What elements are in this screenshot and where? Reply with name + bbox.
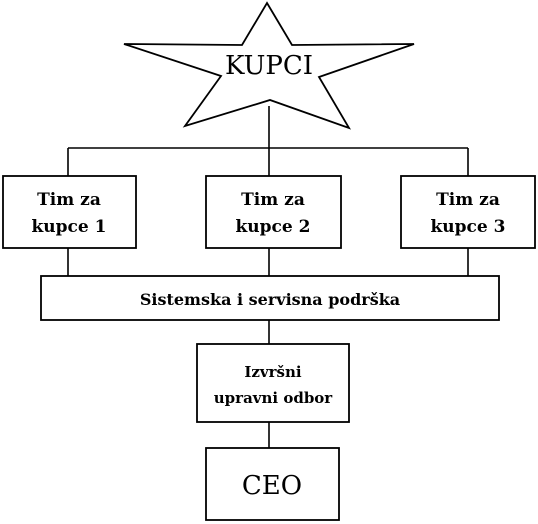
support-label: Sistemska i servisna podrška — [140, 290, 400, 309]
team-box-3-line-1: Tim za — [436, 190, 500, 210]
ceo-node: CEO — [205, 447, 340, 521]
ceo-frame — [205, 447, 340, 521]
team-box-1: Tim za kupce 1 — [2, 175, 137, 249]
team-box-2: Tim za kupce 2 — [205, 175, 342, 249]
support-node: Sistemska i servisna podrška — [40, 275, 500, 321]
star-label: KUPCI — [225, 51, 313, 81]
team-box-2-frame — [205, 175, 342, 249]
ceo-label: CEO — [242, 471, 302, 501]
connectors — [67, 106, 469, 448]
team-box-3-line-2: kupce 3 — [431, 217, 506, 237]
team-box-3-frame — [400, 175, 536, 249]
team-box-3: Tim za kupce 3 — [400, 175, 536, 249]
team-box-2-line-2: kupce 2 — [236, 217, 311, 237]
customers-star-node: KUPCI — [123, 1, 415, 130]
team-box-1-line-2: kupce 1 — [32, 217, 107, 237]
executive-board-line-2: upravni odbor — [214, 389, 334, 407]
team-box-1-frame — [2, 175, 137, 249]
executive-board-line-1: Izvršni — [244, 363, 302, 381]
executive-board-frame — [196, 343, 350, 423]
support-frame — [40, 275, 500, 321]
executive-board-node: Izvršni upravni odbor — [196, 343, 350, 423]
team-box-1-line-1: Tim za — [37, 190, 101, 210]
team-box-2-line-1: Tim za — [241, 190, 305, 210]
star-shape — [123, 1, 415, 130]
